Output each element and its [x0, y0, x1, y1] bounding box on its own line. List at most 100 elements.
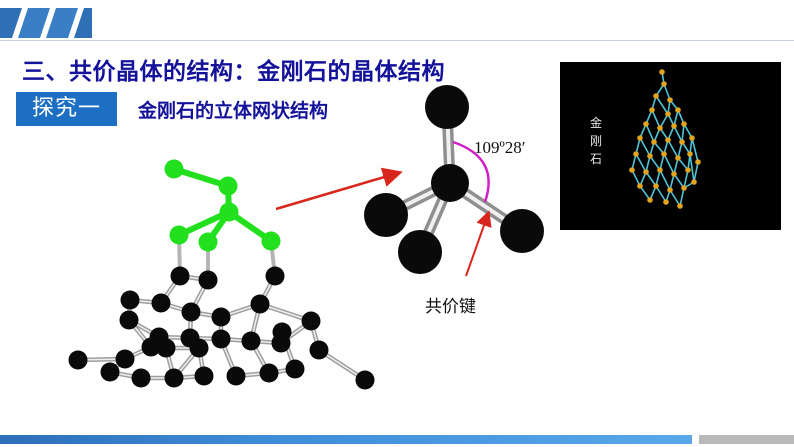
model-atom: [667, 97, 673, 103]
model-atom: [695, 159, 701, 165]
carbon-atom: [170, 266, 190, 286]
highlighted-carbon-atom: [218, 176, 238, 196]
carbon-atom: [68, 350, 88, 370]
model-atom: [675, 107, 681, 113]
model-bond: [649, 155, 661, 171]
carbon-atom: [211, 329, 231, 349]
model-atom: [679, 139, 685, 145]
carbon-atom: [120, 290, 140, 310]
model-bond: [663, 83, 671, 101]
model-atom: [663, 199, 669, 205]
model-bond: [659, 169, 671, 191]
model-atom: [681, 121, 687, 127]
model-bond: [639, 185, 651, 201]
carbon-atom: [189, 338, 209, 358]
model-atom: [633, 151, 639, 157]
carbon-atom: [141, 337, 161, 357]
model-atom: [657, 167, 663, 173]
model-atom: [681, 185, 687, 191]
carbon-atom: [364, 193, 408, 237]
model-atom: [661, 81, 667, 87]
tetrahedral-unit-diagram: [364, 85, 544, 274]
model-atom: [653, 93, 659, 99]
highlighted-carbon-atom: [169, 225, 189, 245]
carbon-atom: [241, 331, 261, 351]
model-atom: [629, 167, 635, 173]
diamond-lattice-diagram: [68, 159, 375, 390]
model-atom: [691, 179, 697, 185]
carbon-atom: [355, 370, 375, 390]
model-atom: [657, 125, 663, 131]
carbon-atom: [211, 307, 231, 327]
carbon-atom: [226, 366, 246, 386]
carbon-atom: [265, 266, 285, 286]
model-bond: [667, 139, 679, 159]
model-atom: [671, 171, 677, 177]
carbon-atom: [119, 310, 139, 330]
covalent-bond-label: 共价键: [425, 297, 476, 317]
carbon-atom: [198, 270, 218, 290]
photo-caption: 金刚石: [589, 116, 602, 166]
carbon-atom: [272, 322, 292, 342]
carbon-atom: [131, 368, 151, 388]
carbon-atom: [425, 85, 469, 129]
central-carbon-atom: [431, 164, 469, 202]
model-bond: [635, 153, 647, 173]
model-bond: [655, 185, 667, 203]
carbon-atom: [194, 366, 214, 386]
carbon-atom: [259, 363, 279, 383]
footer-bar: [0, 435, 692, 444]
model-bond: [691, 137, 699, 163]
carbon-atom: [181, 302, 201, 322]
model-atom: [665, 137, 671, 143]
model-atom: [653, 183, 659, 189]
model-atom: [643, 121, 649, 127]
bond-angle-arc: [452, 140, 490, 203]
highlighted-carbon-atom: [261, 231, 281, 251]
bond-angle-label: 109º28′: [474, 138, 526, 157]
section-tag: 探究一: [16, 92, 117, 126]
model-atom: [637, 135, 643, 141]
carbon-atom: [156, 338, 176, 358]
header-decoration: [0, 8, 92, 38]
diamond-model-photo: 金刚石: [560, 62, 781, 230]
model-bond: [663, 153, 675, 175]
highlighted-carbon-atom: [198, 232, 218, 252]
carbon-atom: [309, 340, 329, 360]
slide-title: 三、共价晶体的结构：金刚石的晶体结构: [22, 59, 445, 85]
model-atom: [689, 135, 695, 141]
model-atom: [647, 197, 653, 203]
carbon-atom: [115, 349, 135, 369]
model-atom: [659, 69, 665, 75]
model-atom: [637, 183, 643, 189]
model-bond: [673, 173, 685, 189]
model-atom: [667, 187, 673, 193]
model-atom: [677, 203, 683, 209]
model-bond: [679, 187, 685, 207]
model-atom: [643, 169, 649, 175]
carbon-atom: [151, 293, 171, 313]
model-bond: [645, 171, 657, 187]
model-bond: [645, 123, 655, 143]
model-bond: [689, 153, 695, 183]
model-bond: [673, 125, 683, 143]
model-bond: [683, 169, 689, 189]
model-bond: [681, 123, 685, 143]
model-atom: [685, 167, 691, 173]
model-bond: [651, 109, 661, 129]
header-divider: [0, 40, 794, 41]
model-atom: [687, 151, 693, 157]
model-bond: [639, 137, 651, 157]
carbon-atom: [301, 311, 321, 331]
model-atom: [665, 111, 671, 117]
carbon-atom: [500, 209, 544, 253]
model-atom: [661, 151, 667, 157]
model-atom: [671, 123, 677, 129]
model-bond: [631, 169, 641, 187]
footer-bar-accent: [699, 435, 794, 444]
model-bond: [669, 189, 681, 207]
highlighted-carbon-atom: [219, 202, 239, 222]
highlighted-carbon-atom: [164, 159, 184, 179]
carbon-atom: [250, 294, 270, 314]
carbon-atom: [100, 362, 120, 382]
